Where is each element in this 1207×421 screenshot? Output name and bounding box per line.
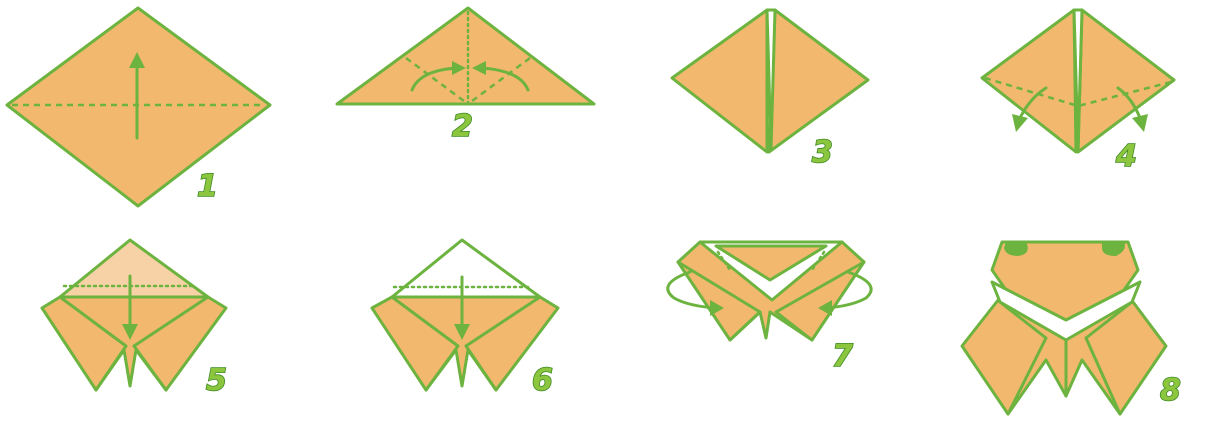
diamond-right-half [769,10,868,152]
step-number-7: 7 [832,339,853,374]
step-4: 4 [982,10,1174,174]
step-5: 5 [42,240,227,398]
top-flap [392,240,540,297]
step-number-4: 4 [1115,139,1137,174]
step-number-3: 3 [812,135,833,170]
step-3: 3 [672,10,868,170]
step-1: 1 [7,8,270,206]
left-fold-down-arrowhead [1012,114,1028,132]
diamond-right-half [1078,10,1174,152]
body [42,297,226,390]
step-7: 7 [668,242,871,374]
step-6: 6 [372,240,558,398]
triangle-paper [337,8,594,104]
step-8: 8 [962,242,1181,414]
step-2: 2 [337,8,594,144]
step-number-5: 5 [206,363,227,398]
step-number-2: 2 [452,109,473,144]
diamond-left-half [672,10,767,152]
step-number-6: 6 [532,363,553,398]
step-number-8: 8 [1160,373,1181,408]
right-fold-down-arrowhead [1132,114,1148,132]
body [372,297,558,390]
step-number-1: 1 [197,169,218,204]
top-flap [60,240,208,297]
